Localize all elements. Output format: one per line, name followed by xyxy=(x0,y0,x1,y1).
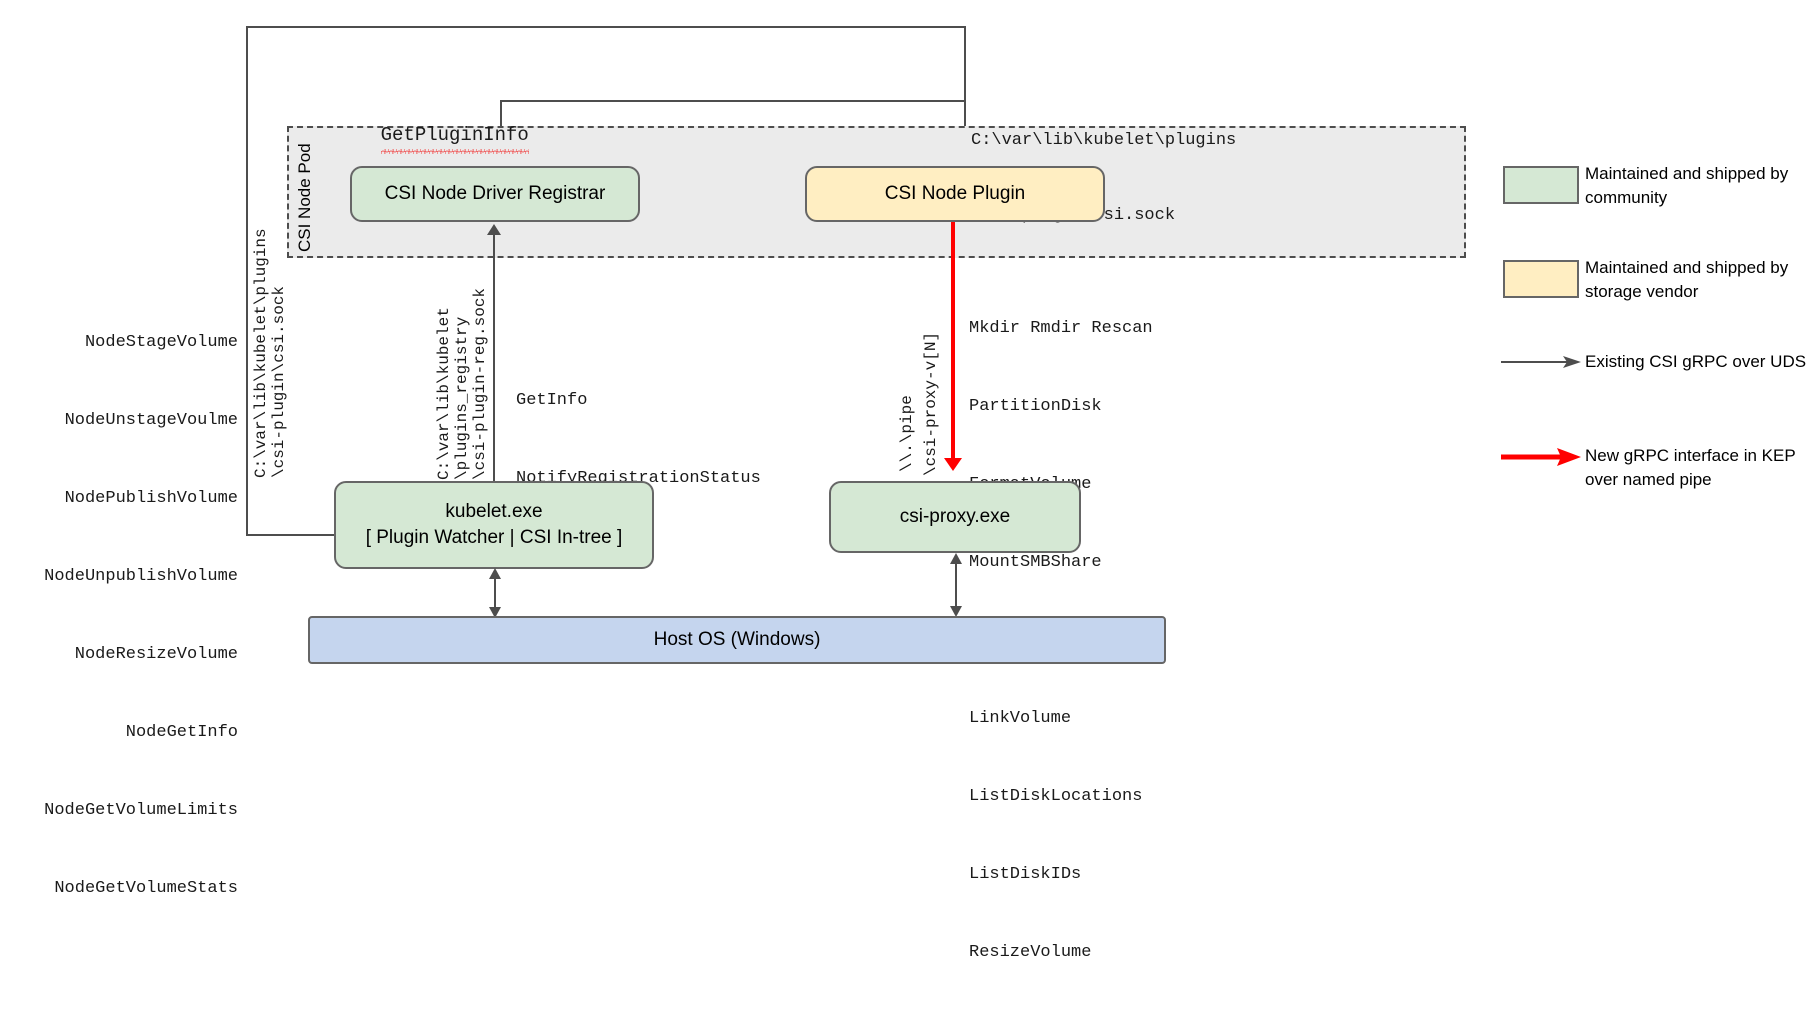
op-item: NodePublishVolume xyxy=(64,489,238,508)
op-item: PartitionDisk xyxy=(969,397,1102,416)
registry-path-label-2: \plugins_registry xyxy=(453,290,471,480)
node-csi-proxy-exe[interactable]: csi-proxy.exe xyxy=(829,481,1081,553)
registry-path-line1: C:\var\lib\kubelet xyxy=(435,307,453,480)
node-csi-proxy-exe-label: csi-proxy.exe xyxy=(899,506,1011,527)
node-kubelet-exe-sublabel: [ Plugin Watcher | CSI In-tree ] xyxy=(365,527,623,548)
legend-swatch-community-green xyxy=(1503,166,1579,204)
legend-item-community: Maintained and shipped by community xyxy=(1497,160,1807,216)
op-item: NodeStageVolume xyxy=(84,333,238,352)
named-pipe-line1: \\.\pipe xyxy=(898,395,916,472)
diagram-canvas: CSI Node Pod GetPluginInfo C:\var\lib\ku… xyxy=(44,26,1807,962)
csi-node-pod-label: CSI Node Pod xyxy=(295,143,314,252)
registry-path-line2: \plugins_registry xyxy=(453,316,471,480)
op-item: NodeUnpublishVolume xyxy=(44,567,238,586)
op-item: LinkVolume xyxy=(969,709,1072,728)
named-pipe-label-2: \csi-proxy-v[N] xyxy=(922,286,940,476)
registry-path-label-3: \csi-plugin-reg.sock xyxy=(471,287,489,480)
csi-node-service-op-list: NodeStageVolume NodeUnstageVoulme NodePu… xyxy=(18,278,238,954)
legend-label-existing-uds: Existing CSI gRPC over UDS xyxy=(1585,352,1807,371)
op-item: NodeResizeVolume xyxy=(74,645,238,664)
connector-kubelet-to-registrar xyxy=(493,234,495,481)
registry-path-label-1: C:\var\lib\kubelet xyxy=(435,290,453,480)
op-item: ResizeVolume xyxy=(969,943,1092,962)
connector-kubelet-to-plugin-down xyxy=(964,26,966,178)
op-item: ListDiskLocations xyxy=(969,787,1143,806)
plugin-socket-path-line1: C:\var\lib\kubelet\plugins xyxy=(971,131,1237,150)
legend-key-community xyxy=(1497,160,1585,204)
op-item: NodeUnstageVoulme xyxy=(64,411,238,430)
node-csi-node-plugin[interactable]: CSI Node Plugin xyxy=(805,166,1105,222)
connector-plugin-to-csiproxy-red xyxy=(951,222,955,462)
node-csi-node-driver-registrar[interactable]: CSI Node Driver Registrar xyxy=(350,166,640,222)
get-plugin-info-label: GetPluginInfo xyxy=(335,96,530,174)
kubelet-plugin-path-label: C:\var\lib\kubelet\plugins xyxy=(252,228,270,478)
legend-key-new-named-pipe xyxy=(1497,442,1585,466)
connector-csiproxy-to-hostos xyxy=(950,553,962,617)
named-pipe-line2: \csi-proxy-v[N] xyxy=(922,331,940,476)
red-arrow-icon xyxy=(1501,448,1581,466)
kubelet-plugin-path-label-2: \csi-plugin\csi.sock xyxy=(270,278,288,478)
node-host-os-label: Host OS (Windows) xyxy=(653,629,821,650)
registry-path-line3: \csi-plugin-reg.sock xyxy=(471,287,489,480)
connector-kubelet-to-plugin-outer xyxy=(246,26,248,536)
op-item: Mkdir Rmdir Rescan xyxy=(969,319,1153,338)
legend-label-new-named-pipe: New gRPC interface in KEP over named pip… xyxy=(1585,446,1796,489)
node-kubelet-exe-label: kubelet.exe xyxy=(445,501,543,522)
legend: Maintained and shipped by community Main… xyxy=(1497,160,1807,536)
op-item: ListDiskIDs xyxy=(969,865,1082,884)
op-item: NodeGetVolumeLimits xyxy=(44,801,238,820)
legend-label-community: Maintained and shipped by community xyxy=(1585,164,1789,207)
connector-kubelet-to-plugin-outer-top xyxy=(246,26,966,28)
connector-getplugininfo-top xyxy=(500,100,966,102)
op-item: NodeGetInfo xyxy=(125,723,238,742)
connector-kubelet-outer-bottom xyxy=(246,534,336,536)
legend-key-existing-uds xyxy=(1497,348,1585,370)
node-kubelet-exe[interactable]: kubelet.exe [ Plugin Watcher | CSI In-tr… xyxy=(334,481,654,569)
node-csi-node-driver-registrar-label: CSI Node Driver Registrar xyxy=(384,183,606,204)
node-csi-node-plugin-label: CSI Node Plugin xyxy=(884,183,1026,204)
arrowhead-into-csiproxy xyxy=(944,458,962,471)
legend-item-vendor: Maintained and shipped by storage vendor xyxy=(1497,254,1807,310)
get-plugin-info-text: GetPluginInfo xyxy=(380,124,530,154)
legend-key-vendor xyxy=(1497,254,1585,298)
legend-item-new-named-pipe: New gRPC interface in KEP over named pip… xyxy=(1497,442,1807,498)
gray-arrow-icon xyxy=(1501,356,1581,368)
kubelet-plugin-path-line2: \csi-plugin\csi.sock xyxy=(270,285,288,478)
arrowhead-into-registrar xyxy=(487,224,501,235)
op-item: MountSMBShare xyxy=(969,553,1102,572)
named-pipe-label-1: \\.\pipe xyxy=(898,352,916,472)
kubelet-plugin-path-line1: C:\var\lib\kubelet\plugins xyxy=(252,228,270,478)
node-host-os[interactable]: Host OS (Windows) xyxy=(308,616,1166,664)
op-item: NodeGetVolumeStats xyxy=(54,879,238,898)
op-item: GetInfo xyxy=(516,391,588,410)
legend-swatch-vendor-cream xyxy=(1503,260,1579,298)
legend-item-existing-uds: Existing CSI gRPC over UDS xyxy=(1497,348,1807,404)
connector-kubelet-to-hostos xyxy=(489,568,501,618)
legend-label-vendor: Maintained and shipped by storage vendor xyxy=(1585,258,1789,301)
